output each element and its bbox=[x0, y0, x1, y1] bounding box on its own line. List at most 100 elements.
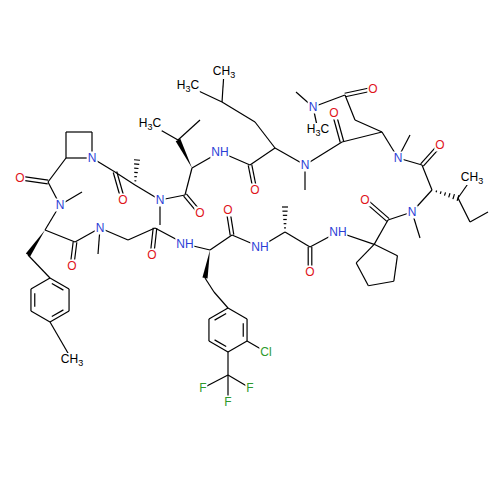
atom-label: H3C bbox=[176, 79, 200, 93]
atom-label: N bbox=[155, 194, 166, 207]
atom-label: N bbox=[308, 101, 319, 114]
single-bond bbox=[227, 352, 228, 375]
hash-bond bbox=[283, 219, 287, 220]
single-bond bbox=[185, 168, 192, 195]
atom-label: H3C bbox=[138, 117, 162, 131]
hash-bond bbox=[134, 176, 137, 177]
hash-bond bbox=[453, 194, 455, 199]
wedge-bond bbox=[176, 139, 192, 168]
single-bond bbox=[68, 289, 69, 311]
atom-label: CH3 bbox=[60, 353, 84, 367]
hash-bond bbox=[284, 223, 287, 224]
single-bond bbox=[128, 228, 155, 240]
atom-label: O bbox=[146, 249, 157, 262]
atom-label: NH bbox=[210, 146, 229, 159]
hash-bond bbox=[435, 190, 437, 192]
single-bond bbox=[356, 263, 368, 286]
single-bond bbox=[28, 255, 50, 278]
single-bond bbox=[45, 230, 75, 242]
single-bond bbox=[470, 212, 488, 222]
single-bond bbox=[222, 102, 255, 122]
hash-bond bbox=[440, 191, 442, 194]
aromatic-bond bbox=[52, 310, 64, 317]
single-bond bbox=[210, 235, 232, 250]
single-bond bbox=[31, 278, 50, 289]
atom-label: NH bbox=[250, 241, 269, 254]
single-bond bbox=[374, 244, 397, 255]
single-bond bbox=[228, 308, 247, 319]
atom-label: NH bbox=[175, 238, 194, 251]
single-bond bbox=[65, 132, 66, 158]
atom-label: N bbox=[407, 206, 418, 219]
bond-group bbox=[20, 72, 488, 402]
hash-bond bbox=[134, 180, 136, 181]
aromatic-bond bbox=[215, 340, 227, 347]
single-bond bbox=[374, 220, 388, 244]
atom-label: O bbox=[328, 107, 339, 120]
atom-label: N bbox=[300, 159, 311, 172]
single-bond bbox=[345, 95, 355, 120]
atom-label: F bbox=[198, 382, 207, 395]
single-bond bbox=[394, 256, 398, 282]
atom-label: N bbox=[393, 152, 404, 165]
atom-label: O bbox=[14, 172, 25, 185]
atom-label: F bbox=[245, 382, 254, 395]
single-bond bbox=[255, 122, 275, 148]
single-bond bbox=[368, 281, 393, 285]
hash-bond bbox=[134, 163, 139, 165]
atom-label: F bbox=[223, 396, 232, 409]
single-bond bbox=[422, 165, 432, 190]
single-bond bbox=[356, 244, 374, 263]
aromatic-bond bbox=[243, 323, 244, 336]
single-bond bbox=[31, 311, 50, 322]
hash-bond bbox=[282, 206, 288, 207]
atom-label: O bbox=[194, 207, 205, 220]
aromatic-bond bbox=[215, 313, 227, 320]
atom-label: O bbox=[222, 204, 233, 217]
hash-bond bbox=[282, 211, 287, 212]
single-bond bbox=[66, 131, 92, 132]
hash-bond bbox=[444, 192, 445, 195]
single-bond bbox=[250, 148, 275, 165]
hash-bond bbox=[449, 193, 450, 197]
wedge-bond bbox=[26, 230, 45, 256]
single-bond bbox=[205, 278, 214, 292]
atom-label: O bbox=[117, 194, 128, 207]
atom-label: CH3 bbox=[460, 171, 484, 185]
single-bond bbox=[305, 142, 342, 165]
hash-bond bbox=[284, 227, 286, 228]
wedge-bond bbox=[202, 250, 210, 278]
single-bond bbox=[342, 132, 382, 142]
atom-label: O bbox=[249, 184, 260, 197]
single-bond bbox=[246, 319, 247, 341]
hash-bond bbox=[134, 172, 137, 173]
hash-bond bbox=[134, 159, 140, 161]
single-bond bbox=[178, 120, 200, 140]
atom-label: O bbox=[434, 139, 445, 152]
single-bond bbox=[30, 289, 31, 311]
single-bond bbox=[48, 158, 66, 182]
single-bond bbox=[214, 292, 228, 308]
atom-label: Cl bbox=[259, 346, 272, 359]
single-bond bbox=[458, 198, 470, 222]
atom-label: NH bbox=[328, 226, 347, 239]
atom-label: N bbox=[55, 199, 66, 212]
atom-label: H3C bbox=[306, 123, 330, 137]
atom-label: O bbox=[66, 260, 77, 273]
atom-label: O bbox=[367, 83, 378, 96]
aromatic-bond bbox=[34, 293, 35, 306]
atom-label: O bbox=[304, 266, 315, 279]
single-bond bbox=[285, 232, 310, 247]
atom-label: N bbox=[87, 152, 98, 165]
aromatic-bond bbox=[52, 283, 64, 290]
hash-bond bbox=[134, 168, 138, 170]
single-bond bbox=[228, 341, 247, 352]
single-bond bbox=[355, 120, 382, 132]
atom-label: O bbox=[359, 194, 370, 207]
single-bond bbox=[208, 319, 209, 341]
atom-label: N bbox=[95, 222, 106, 235]
atom-label: CH3 bbox=[212, 65, 236, 79]
hash-bond bbox=[283, 215, 287, 216]
